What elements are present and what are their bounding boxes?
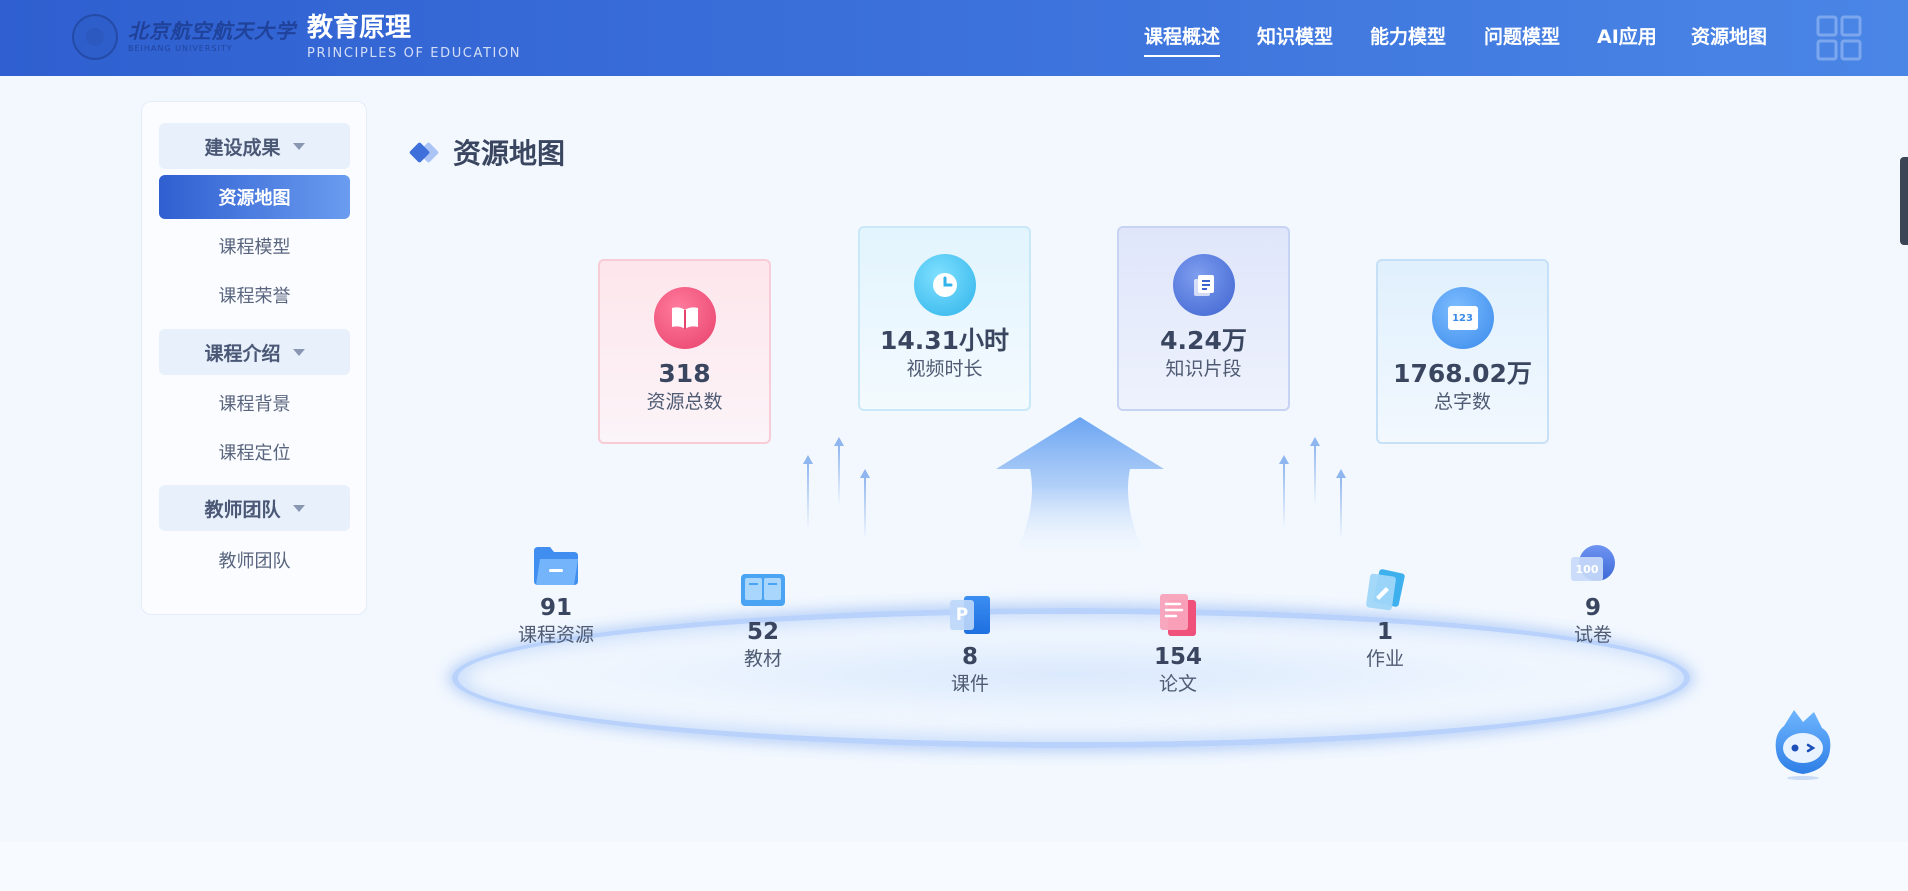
nav-ability-model[interactable]: 能力模型 <box>1370 26 1447 48</box>
score-icon: 100 <box>1569 544 1617 588</box>
pencil-note-icon <box>1361 568 1409 612</box>
rising-arrow <box>1336 469 1346 539</box>
university-seal-icon <box>72 14 118 60</box>
paper-icon <box>1154 593 1202 637</box>
stat-card-knowledge-fragments[interactable]: 4.24万 知识片段 <box>1117 226 1290 411</box>
resource-label: 论文 <box>1158 673 1197 695</box>
university-name-en: BEIHANG UNIVERSITY <box>128 44 233 53</box>
sidebar-group-achievements[interactable]: 建设成果 <box>159 123 350 169</box>
big-up-arrow-icon <box>996 417 1164 557</box>
stat-label: 总字数 <box>1433 391 1491 413</box>
stat-value: 4.24万 <box>1160 326 1247 355</box>
stat-label: 知识片段 <box>1165 358 1242 380</box>
rising-arrow <box>1279 455 1289 529</box>
stat-label: 资源总数 <box>646 391 723 413</box>
grid-menu-icon[interactable] <box>1815 14 1863 62</box>
resource-value: 52 <box>746 619 779 645</box>
resource-course-materials[interactable]: 91 课程资源 <box>491 544 621 648</box>
nav-ai-application[interactable]: AI应用 <box>1597 26 1657 48</box>
sidebar-group-teachers[interactable]: 教师团队 <box>159 485 350 531</box>
resource-assignments[interactable]: 1 作业 <box>1320 568 1450 672</box>
resource-label: 教材 <box>743 648 782 670</box>
nav-course-overview[interactable]: 课程概述 <box>1144 22 1221 57</box>
resource-value: 9 <box>1584 595 1601 621</box>
sidebar-group-label: 教师团队 <box>204 498 281 521</box>
nav-knowledge-model[interactable]: 知识模型 <box>1257 26 1334 48</box>
resource-value: 91 <box>539 595 572 621</box>
sidebar-item-course-model[interactable]: 课程模型 <box>218 237 291 258</box>
sidebar-item-course-positioning[interactable]: 课程定位 <box>218 443 291 464</box>
top-header: 北京航空航天大学 BEIHANG UNIVERSITY 教育原理 PRINCIP… <box>0 0 1908 76</box>
main-nav: 课程概述 知识模型 能力模型 问题模型 AI应用 资源地图 <box>0 22 1908 57</box>
resource-value: 154 <box>1153 644 1202 670</box>
resource-label: 课件 <box>950 673 989 695</box>
document-icon <box>1172 254 1235 316</box>
university-logo[interactable]: 北京航空航天大学 BEIHANG UNIVERSITY <box>72 14 296 60</box>
rising-arrow <box>860 469 870 539</box>
rising-arrow <box>803 455 813 529</box>
course-title-cn: 教育原理 <box>307 13 412 43</box>
course-title-en: PRINCIPLES OF EDUCATION <box>307 46 522 61</box>
stat-label: 视频时长 <box>906 358 983 380</box>
resource-value: 8 <box>961 644 978 670</box>
sidebar-group-label: 建设成果 <box>204 136 281 159</box>
resource-value: 1 <box>1376 619 1393 645</box>
powerpoint-icon: P <box>946 593 994 637</box>
open-book-icon <box>739 568 787 612</box>
sidebar-item-resource-map[interactable]: 资源地图 <box>159 175 350 219</box>
nav-problem-model[interactable]: 问题模型 <box>1484 26 1561 48</box>
sidebar-item-course-background[interactable]: 课程背景 <box>218 394 291 415</box>
resource-papers[interactable]: 154 论文 <box>1113 593 1243 697</box>
caret-down-icon <box>292 504 305 512</box>
sidebar-group-label: 课程介绍 <box>204 342 281 365</box>
sidebar-item-course-honors[interactable]: 课程荣誉 <box>218 286 291 307</box>
ppt-icon-letter: P <box>950 600 974 630</box>
clock-icon <box>913 254 976 316</box>
stat-value: 1768.02万 <box>1393 359 1532 388</box>
sidebar-group-course-intro[interactable]: 课程介绍 <box>159 329 350 375</box>
stat-card-total-words[interactable]: 123 1768.02万 总字数 <box>1376 259 1549 444</box>
resource-courseware[interactable]: P 8 课件 <box>905 593 1035 697</box>
footer-band <box>0 842 1908 891</box>
university-name-cn: 北京航空航天大学 <box>128 19 296 43</box>
caret-down-icon <box>292 348 305 356</box>
score-icon-text: 100 <box>1571 557 1603 581</box>
sidebar-item-teaching-team[interactable]: 教师团队 <box>218 551 291 572</box>
stat-value: 14.31小时 <box>879 326 1010 355</box>
sidebar: 建设成果 资源地图 课程模型 课程荣誉 课程介绍 课程背景 课程定位 教师团队 … <box>141 101 367 615</box>
folder-icon <box>532 544 580 588</box>
platform-ring <box>452 608 1690 748</box>
stat-value: 318 <box>658 359 711 388</box>
resource-exam-papers[interactable]: 100 9 试卷 <box>1528 544 1658 648</box>
resource-textbooks[interactable]: 52 教材 <box>698 568 828 672</box>
section-header: 资源地图 <box>408 132 566 172</box>
side-drawer-handle[interactable] <box>1900 157 1908 245</box>
resource-label: 作业 <box>1365 648 1404 670</box>
assistant-mascot-icon[interactable] <box>1770 708 1836 780</box>
section-title: 资源地图 <box>453 137 566 170</box>
number-icon-text: 123 <box>1447 306 1478 330</box>
resource-label: 课程资源 <box>517 624 594 646</box>
resource-label: 试卷 <box>1573 624 1612 646</box>
diamond-icon <box>408 141 441 164</box>
book-icon <box>653 287 716 349</box>
rising-arrow <box>834 437 844 505</box>
rising-arrow <box>1310 437 1320 505</box>
stat-card-total-resources[interactable]: 318 资源总数 <box>598 259 771 444</box>
course-title: 教育原理 PRINCIPLES OF EDUCATION <box>307 12 521 61</box>
caret-down-icon <box>292 142 305 150</box>
stat-card-video-duration[interactable]: 14.31小时 视频时长 <box>858 226 1031 411</box>
nav-resource-map[interactable]: 资源地图 <box>1691 26 1768 48</box>
number-icon: 123 <box>1431 287 1494 349</box>
